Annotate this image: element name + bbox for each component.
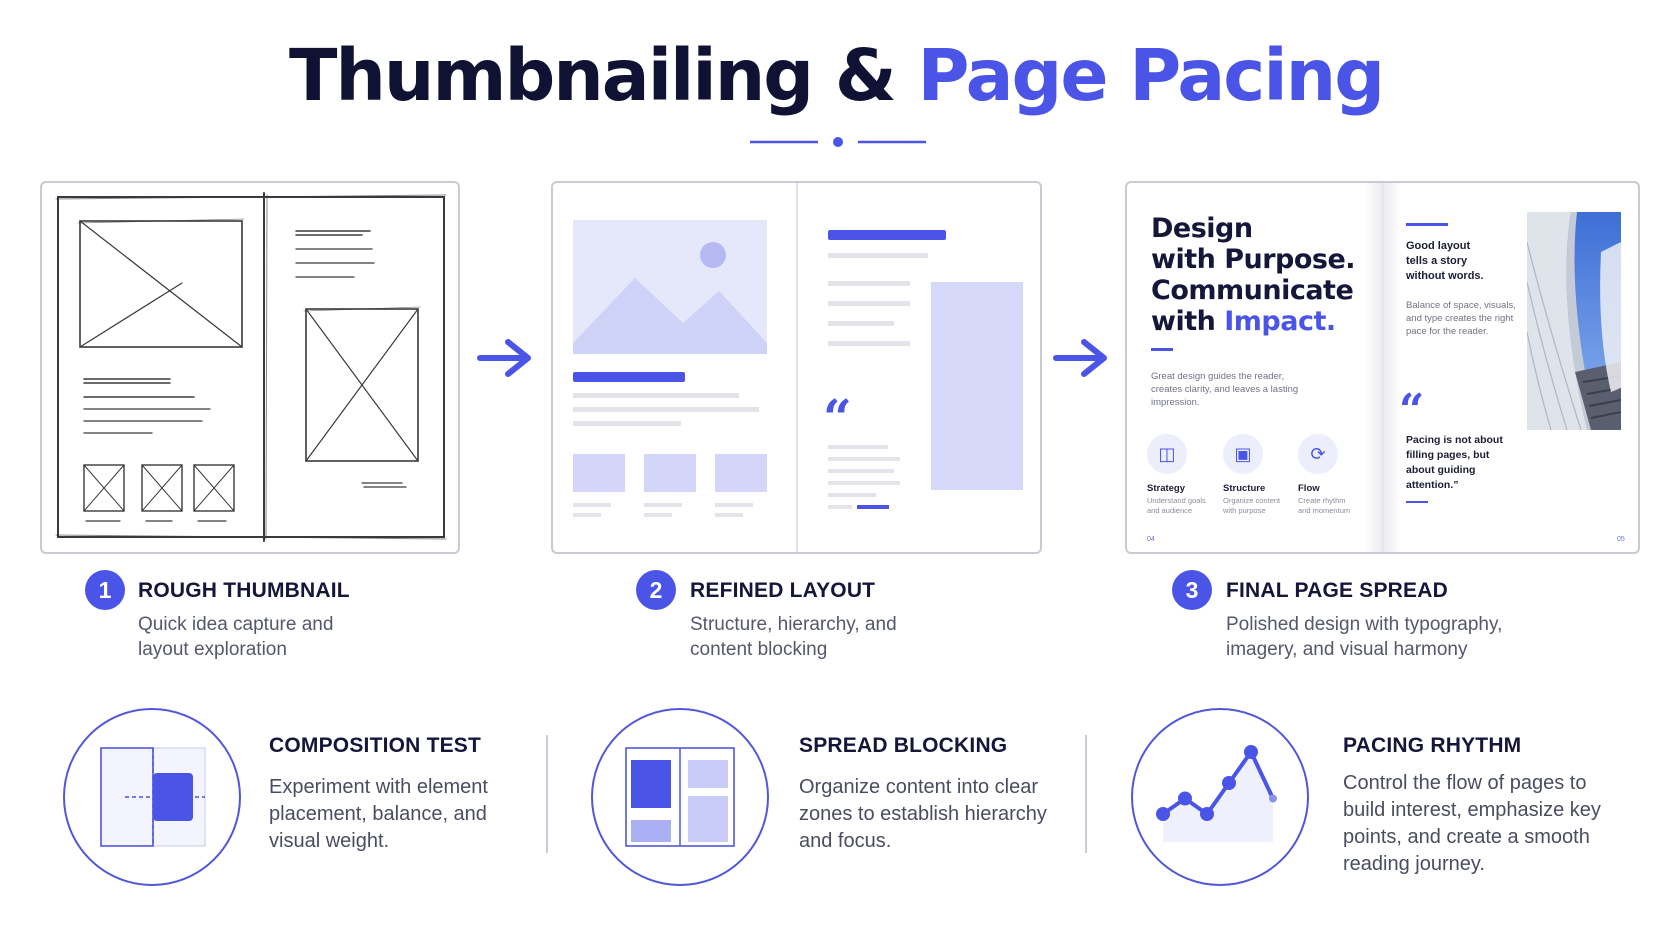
pacing-point [1178, 791, 1192, 806]
step-number-3: 3 [1172, 570, 1212, 610]
feature-divider [1085, 735, 1087, 853]
title-main: Thumbnailing & [288, 34, 918, 117]
step-title-3: FINAL PAGE SPREAD [1226, 579, 1448, 602]
icon-sub-structure: Organize content with purpose [1223, 496, 1281, 515]
icon-sub-flow: Create rhythm and momentum [1298, 496, 1351, 515]
icon-label-structure: Structure [1223, 483, 1266, 494]
page-number-left: 04 [1147, 536, 1155, 543]
spread-quote: Pacing is not about filling pages, but a… [1406, 434, 1503, 491]
step-number-2: 2 [636, 570, 676, 610]
feature-title-spread-blocking: SPREAD BLOCKING [799, 734, 1008, 757]
pacing-point [1222, 776, 1236, 790]
headline-line: Design [1151, 213, 1253, 244]
rough-sketch [55, 192, 447, 542]
spread-blocking-icon [591, 708, 769, 886]
spread-headline: Design with Purpose. Communicate with Im… [1151, 213, 1381, 337]
refined-layout-panel: “ [551, 181, 1042, 554]
page-number-right: 05 [1617, 536, 1625, 543]
feature-desc-pacing: Control the flow of pages to build inter… [1343, 772, 1601, 875]
building-photo [1527, 212, 1621, 430]
title-accent: Page Pacing [917, 34, 1385, 117]
right-accent-bar [1406, 223, 1448, 226]
step-desc-3: Polished design with typography, imagery… [1226, 614, 1503, 660]
headline-line: with Impact. [1151, 306, 1381, 337]
page-title: Thumbnailing & Page Pacing [0, 34, 1672, 117]
flow-icon: ⟳ [1298, 434, 1338, 474]
step-title-2: REFINED LAYOUT [690, 579, 876, 602]
strategy-icon: ◫ [1147, 434, 1187, 474]
title-divider [750, 137, 926, 147]
quote-underline [1406, 501, 1428, 503]
feature-title-pacing: PACING RHYTHM [1343, 734, 1522, 757]
pacing-point [1269, 794, 1277, 803]
spread-gutter [1365, 183, 1401, 552]
final-spread-panel: Design with Purpose. Communicate with Im… [1125, 181, 1640, 554]
step-title-1: ROUGH THUMBNAIL [138, 579, 350, 602]
spread-intro: Great design guides the reader, creates … [1151, 371, 1299, 408]
pacing-point [1156, 807, 1170, 821]
arrow-right-icon [477, 339, 531, 377]
refined-quote-mark: “ [823, 388, 852, 447]
step-number-1: 1 [85, 570, 125, 610]
headline-prefix: with [1151, 306, 1225, 337]
headline-line: Communicate [1151, 275, 1354, 306]
step-desc-2: Structure, hierarchy, and content blocki… [690, 614, 897, 660]
composition-icon-graphic [100, 747, 206, 847]
feature-title-composition: COMPOSITION TEST [269, 734, 482, 757]
pacing-area [1163, 752, 1273, 842]
feature-divider [546, 735, 548, 853]
structure-icon: ▣ [1223, 434, 1263, 474]
composition-icon [63, 708, 241, 886]
feature-desc-spread-blocking: Organize content into clear zones to est… [799, 776, 1047, 852]
spread-quote-top: Good layout tells a story without words. [1406, 240, 1484, 282]
refined-wireframe [573, 183, 1023, 552]
headline-underline [1151, 348, 1173, 351]
icon-sub-strategy: Understand goals and audience [1147, 496, 1206, 515]
icon-label-strategy: Strategy [1147, 483, 1186, 494]
pacing-rhythm-icon [1131, 708, 1309, 886]
pacing-point [1200, 807, 1214, 821]
headline-accent: Impact. [1224, 306, 1336, 337]
step-desc-1: Quick idea capture and layout exploratio… [138, 614, 334, 660]
pacing-point [1244, 745, 1258, 759]
arrow-right-icon [1053, 339, 1107, 377]
spread-blocking-icon-graphic [625, 747, 735, 847]
spread-body-right: Balance of space, visuals, and type crea… [1406, 300, 1516, 337]
feature-desc-composition: Experiment with element placement, balan… [269, 776, 488, 852]
headline-line: with Purpose. [1151, 244, 1356, 275]
icon-label-flow: Flow [1298, 483, 1320, 494]
rough-thumbnail-panel [40, 181, 460, 554]
spread-quote-mark: “ [1399, 385, 1425, 436]
pacing-rhythm-chart [1156, 745, 1277, 842]
